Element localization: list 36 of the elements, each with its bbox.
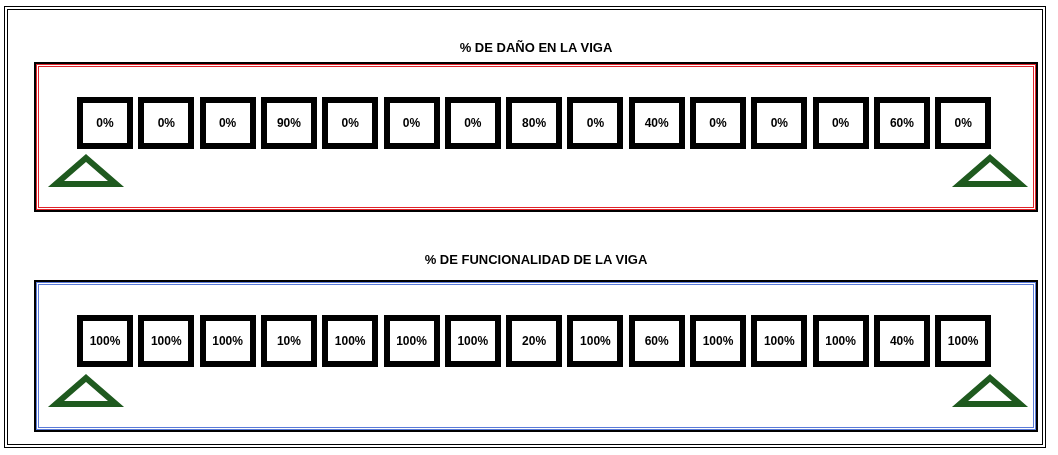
segment-box: 100%	[383, 315, 440, 367]
segment-box: 10%	[260, 315, 317, 367]
panel-heading: % DE DAÑO EN LA VIGA	[459, 40, 613, 55]
support-triangle	[47, 374, 125, 407]
segment-box: 0%	[444, 97, 501, 149]
segment-box: 100%	[567, 315, 624, 367]
segment-box: 100%	[322, 315, 379, 367]
segment-box: 0%	[322, 97, 379, 149]
segment-box: 0%	[567, 97, 624, 149]
segment-box: 80%	[506, 97, 563, 149]
segment-box: 20%	[506, 315, 563, 367]
segment-box: 0%	[383, 97, 440, 149]
segment-box: 0%	[751, 97, 808, 149]
segment-box: 100%	[444, 315, 501, 367]
segment-box: 100%	[77, 315, 133, 367]
segment-box: 0%	[138, 97, 195, 149]
segment-box: 100%	[199, 315, 256, 367]
segment-box: 100%	[935, 315, 992, 367]
segment-box: 90%	[260, 97, 317, 149]
support-triangle	[951, 374, 1029, 407]
segment-box: 100%	[812, 315, 869, 367]
segment-box: 100%	[751, 315, 808, 367]
panel-heading: % DE FUNCIONALIDAD DE LA VIGA	[424, 252, 648, 267]
segment-box: 40%	[628, 97, 685, 149]
segment-box: 40%	[873, 315, 930, 367]
segment-box: 100%	[138, 315, 195, 367]
segment-box: 0%	[812, 97, 869, 149]
segment-box: 0%	[199, 97, 256, 149]
segment-box: 0%	[77, 97, 133, 149]
support-triangle	[951, 154, 1029, 187]
support-triangle	[47, 154, 125, 187]
segment-box: 60%	[628, 315, 685, 367]
segment-box: 100%	[690, 315, 746, 367]
segment-box: 0%	[935, 97, 992, 149]
segment-box: 60%	[873, 97, 930, 149]
segment-box: 0%	[690, 97, 746, 149]
